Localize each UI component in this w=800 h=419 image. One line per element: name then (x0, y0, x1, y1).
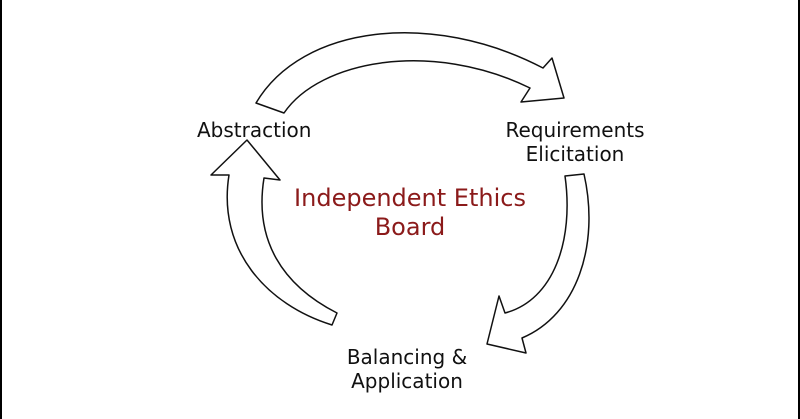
center-title-line1: Independent Ethics (294, 184, 526, 212)
node-requirements-line2: Elicitation (525, 142, 625, 166)
arrow-requirements-to-balancing (486, 173, 590, 354)
node-balancing-line1: Balancing & (346, 345, 468, 369)
node-requirements-line1: Requirements (505, 118, 645, 142)
node-requirements-elicitation: Requirements Elicitation (495, 118, 655, 166)
center-title: Independent Ethics Board (280, 184, 540, 242)
node-balancing-application: Balancing & Application (327, 345, 487, 393)
node-balancing-line2: Application (351, 369, 463, 393)
center-title-line2: Board (374, 212, 446, 241)
arrow-balancing-to-abstraction (210, 139, 338, 326)
node-abstraction-label: Abstraction (197, 118, 312, 142)
arrow-abstraction-to-requirements (255, 32, 565, 114)
node-abstraction: Abstraction (197, 118, 311, 142)
